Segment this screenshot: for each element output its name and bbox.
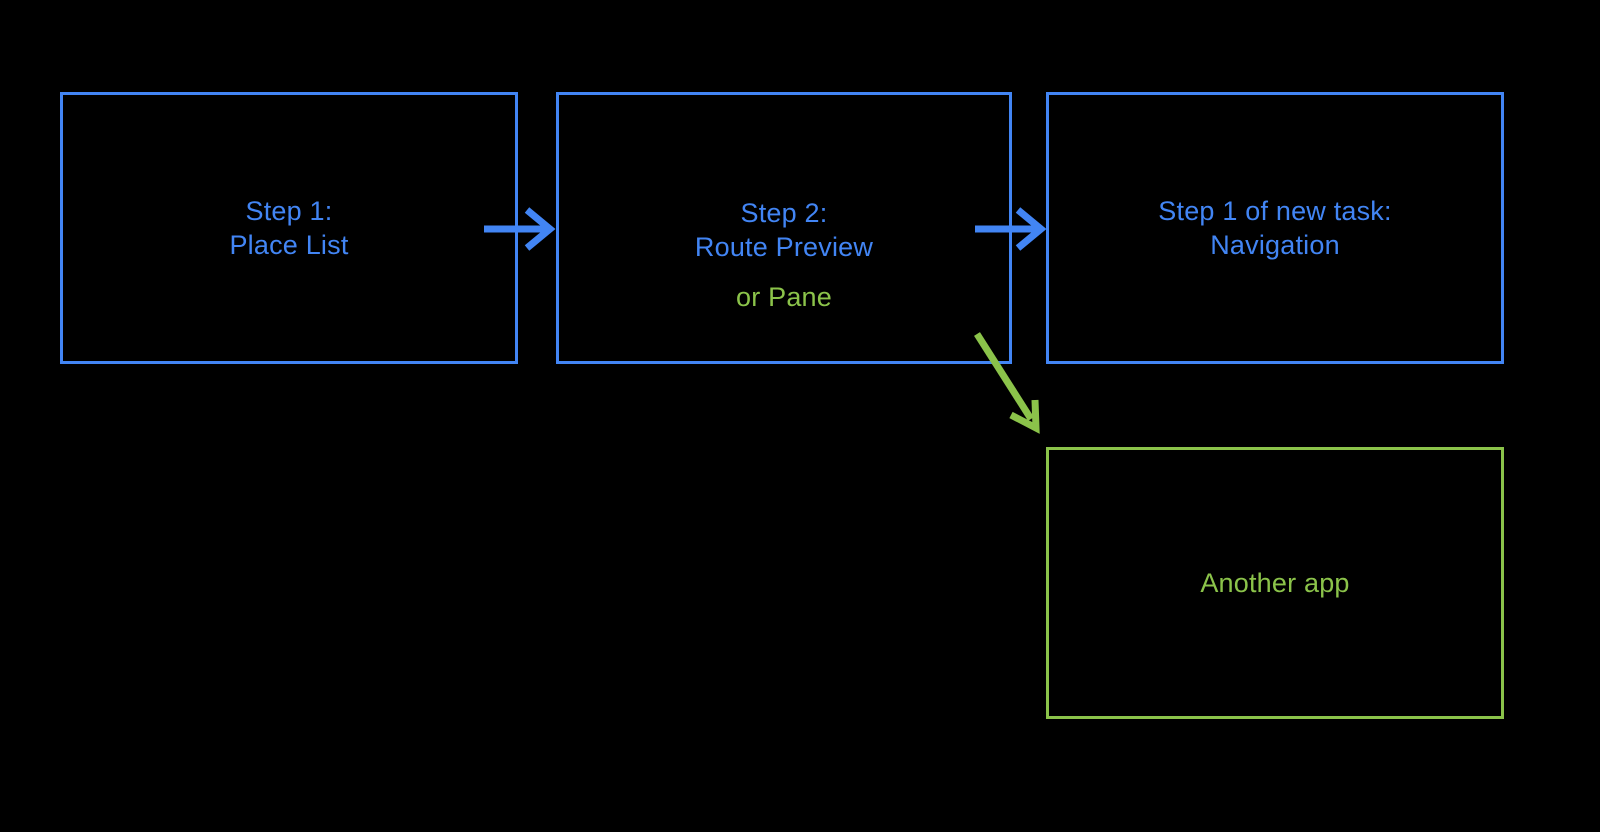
step-1-label-line2: Place List [229, 230, 349, 260]
step-2-label-line1: Step 2: [740, 198, 828, 228]
step-2-label-line2: Route Preview [694, 232, 874, 262]
new-task-label-line1: Step 1 of new task: [1158, 196, 1392, 226]
step-1-new-task-box: Step 1 of new task: Navigation [1046, 92, 1504, 364]
another-app-label: Another app [1200, 568, 1350, 598]
new-task-label-line2: Navigation [1210, 230, 1340, 260]
step-1-box: Step 1: Place List [60, 92, 518, 364]
step-1-label-line1: Step 1: [245, 196, 333, 226]
another-app-box: Another app [1046, 447, 1504, 719]
step-2-note-or-pane: or Pane [736, 282, 832, 312]
step-2-box: Step 2: Route Preview or Pane [556, 92, 1012, 364]
